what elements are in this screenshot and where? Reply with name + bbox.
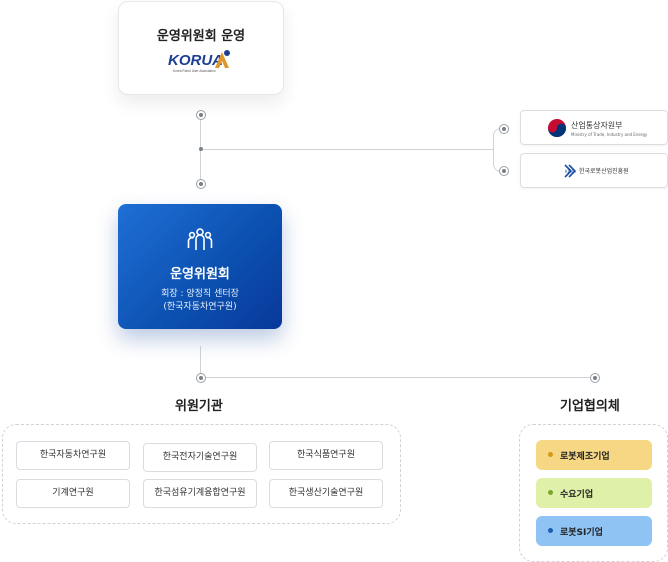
connector-ministry-horizontal bbox=[201, 149, 493, 150]
committee-member: 한국생산기술연구원 bbox=[269, 479, 383, 508]
committee-label: 위원기관 bbox=[175, 399, 223, 414]
committee-member: 한국식품연구원 bbox=[269, 441, 383, 470]
people-group-icon bbox=[187, 228, 213, 250]
ministry-name: 산업통상자원부 bbox=[571, 121, 623, 130]
council-item-demand: 수요기업 bbox=[536, 478, 652, 508]
council-item-label: 로봇제조기업 bbox=[560, 452, 610, 462]
chair-org-line: (한국자동차연구원) bbox=[163, 302, 237, 312]
svg-text:Korea Robot User Association: Korea Robot User Association bbox=[173, 69, 216, 73]
committee-member: 한국섬유기계융합연구원 bbox=[143, 479, 257, 508]
council-label: 기업협의체 bbox=[560, 399, 620, 414]
committee-member: 한국자동차연구원 bbox=[16, 441, 130, 470]
korua-logo: KORUA Korea Robot User Association bbox=[168, 50, 230, 73]
ministry-subtext: Ministry of Trade, Industry and Energy bbox=[571, 132, 648, 137]
steering-committee-title: 운영위원회 bbox=[170, 267, 230, 282]
node-dot bbox=[590, 373, 600, 383]
committee-members-group bbox=[2, 424, 401, 524]
committee-member: 한국전자기술연구원 bbox=[143, 443, 257, 472]
council-bullet bbox=[548, 528, 553, 533]
node-dot bbox=[196, 179, 206, 189]
council-item-label: 수요기업 bbox=[560, 490, 594, 500]
ministry-card-trade: 산업통상자원부 Ministry of Trade, Industry and … bbox=[520, 110, 668, 145]
council-bullet bbox=[548, 452, 553, 457]
kiria-subtext: KIRIA bbox=[565, 169, 576, 174]
operation-committee-card: 운영위원회 운영 KORUA Korea Robot User Associat… bbox=[118, 1, 284, 95]
ministry-name: 한국로봇산업진흥원 bbox=[579, 168, 629, 175]
steering-committee-box: 운영위원회 회장 : 양정직 센터장 (한국자동차연구원) bbox=[118, 204, 282, 329]
node-dot bbox=[499, 166, 509, 176]
node-dot bbox=[196, 110, 206, 120]
junction-dot bbox=[199, 147, 203, 151]
ministry-card-kiria: KIRIA 한국로봇산업진흥원 bbox=[520, 153, 668, 188]
node-dot bbox=[499, 124, 509, 134]
chair-line: 회장 : 양정직 센터장 bbox=[161, 289, 239, 299]
node-dot bbox=[196, 373, 206, 383]
svg-text:KORUA: KORUA bbox=[168, 52, 223, 69]
council-item-label: 로봇SI기업 bbox=[560, 528, 603, 538]
kiria-logo-icon bbox=[564, 164, 577, 178]
connector-ministry-bracket bbox=[493, 128, 504, 172]
council-bullet bbox=[548, 490, 553, 495]
committee-member: 기계연구원 bbox=[16, 479, 130, 508]
council-item-manufacturer: 로봇제조기업 bbox=[536, 440, 652, 470]
connector-bottom-horizontal bbox=[201, 377, 594, 378]
connector-main-down bbox=[200, 346, 201, 377]
council-item-si: 로봇SI기업 bbox=[536, 516, 652, 546]
taegeuk-icon bbox=[548, 119, 566, 137]
operation-committee-title: 운영위원회 운영 bbox=[156, 29, 246, 44]
